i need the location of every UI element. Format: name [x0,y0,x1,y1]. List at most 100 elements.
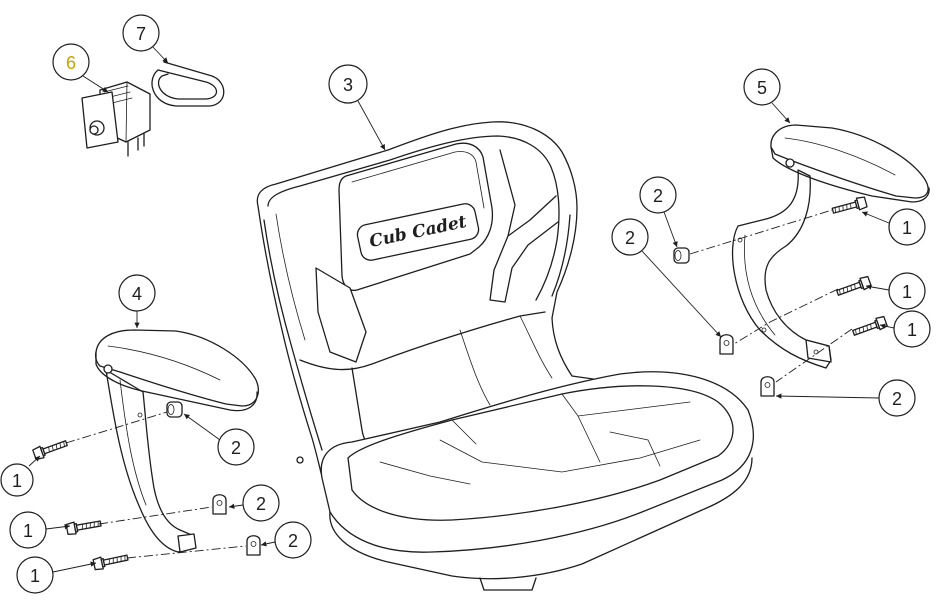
strap-outer [151,61,225,107]
strap-inner [157,69,218,100]
left-armrest-support [105,369,195,553]
callout-label: 2 [653,186,663,206]
switch-plunger-tip [89,125,99,135]
nut-right-barrel [673,247,690,264]
callout-4: 4 [118,274,156,312]
left-armrest-bracket-end [177,533,197,553]
callout-label: 1 [907,320,917,340]
leader-line [861,211,890,224]
seat-frame-left-inner-line [275,213,306,341]
seat-lower-backrest-boundary [299,311,546,371]
seat-right-bolster-strip [489,195,559,303]
callout-label: 1 [12,471,22,491]
bolt-left-1 [31,436,70,462]
right-armrest-support [731,169,832,369]
assembly-line-right-2 [733,288,839,345]
clip-right-lower [760,376,775,397]
assembly-line-right-1 [689,209,833,255]
leader-line [228,503,244,509]
right-armrest-hole-end [813,349,819,355]
seat-left-bolster-panel [315,267,367,363]
callout-label: 2 [288,531,298,551]
switch-face-plate [81,91,119,149]
seat-front-skirt [329,457,753,580]
callout-label: 7 [136,24,146,44]
right-armrest-hole-top [737,237,743,243]
callout-1: 1 [888,272,926,310]
callout-1: 1 [16,556,54,594]
callout-2: 2 [878,379,916,417]
callout-1: 1 [893,310,931,348]
right-armrest-pad [770,124,929,199]
seat-switch [81,81,151,157]
seat-frame-right-line [551,214,571,297]
callout-1: 1 [9,511,47,549]
switch-pins [127,133,145,157]
leader-line [183,413,221,441]
seat-frame-bolt [296,456,304,464]
left-armrest-pad-side [95,351,258,412]
callout-label: 1 [902,218,912,238]
leader-line [663,211,678,248]
assembly-line-left-1 [65,411,168,444]
right-armrest [731,124,930,369]
seat-frame-left-line [263,219,323,451]
callout-label: 6 [66,53,76,73]
seat-lumbar-right-line [519,315,553,379]
callout-label: 2 [231,438,241,458]
bolt-right-1 [830,195,868,218]
assembly-line-left-2 [98,506,213,525]
assembly-line-left-3 [126,545,247,559]
leader-line [771,102,791,124]
leader-line [151,45,169,64]
right-armrest-screw [785,158,795,168]
leader-line [28,455,41,467]
callout-label: 1 [902,282,912,302]
seat-assembly: Cub Cadet [256,121,754,591]
clip-left-upper [212,494,227,515]
clip-right-upper [719,334,734,355]
callout-1: 1 [888,208,926,246]
callout-label: 2 [892,389,902,409]
right-armrest-pad-groove [784,137,896,176]
wire-strap [151,61,225,107]
bolt-left-2 [65,516,103,536]
seat-cushion-detail-5 [609,431,661,467]
seat-lumbar-mid-line [459,329,491,406]
seat-base-foot [479,577,537,591]
switch-ribs [103,81,133,143]
callout-label: 4 [132,284,142,304]
seat-headrest-inset-line [351,151,485,209]
right-armrest-support-inner-line [744,234,776,336]
callout-7: 7 [122,14,160,52]
callout-2: 2 [611,218,649,256]
seat-backrest-inner-contour [267,135,560,301]
leader-line [865,284,890,291]
left-armrest [94,329,259,553]
bolt-right-2 [834,274,873,300]
logo-badge-frame [356,203,480,261]
right-armrest-pad-side [770,146,930,203]
bolt-right-3 [850,314,889,340]
callout-label: 1 [30,566,40,586]
callout-6: 6 [52,43,90,81]
left-armrest-hole [137,412,143,418]
callout-label: 2 [625,228,635,248]
callout-1: 1 [0,463,34,497]
callout-2: 2 [274,521,312,559]
callout-label: 3 [343,75,353,95]
bolt-left-3 [92,551,130,572]
callout-5: 5 [743,68,781,106]
left-armrest-pad [94,329,259,407]
seat-cushion-detail-1 [451,419,477,445]
right-armrest-hole-mid [761,327,767,333]
leader-line [879,323,895,329]
seat-cushion-center-line [439,439,701,473]
assembly-line-right-3 [775,328,853,383]
callout-2: 2 [639,176,677,214]
callout-2: 2 [242,484,280,522]
leader-line [52,561,97,573]
callout-label: 5 [757,78,767,98]
leader-line [45,523,71,530]
